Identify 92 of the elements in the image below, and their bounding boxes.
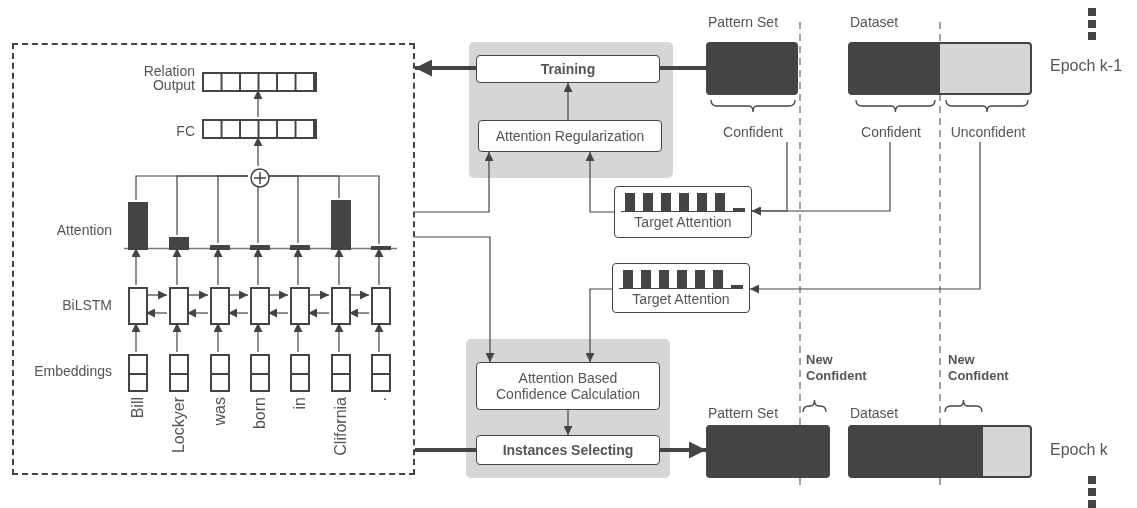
lstm-cell bbox=[371, 287, 391, 325]
vector-label: FC bbox=[175, 124, 195, 138]
arrow bbox=[585, 151, 615, 213]
text-label: Embeddings bbox=[33, 363, 112, 380]
attention-bar bbox=[371, 246, 391, 250]
arrow bbox=[293, 247, 303, 286]
attention-bar bbox=[250, 245, 270, 250]
brace-label: Unconfident bbox=[944, 124, 1032, 142]
lstm-cell bbox=[331, 287, 351, 325]
token-word: Bill bbox=[129, 397, 147, 419]
arrow bbox=[131, 322, 141, 353]
arrow bbox=[227, 308, 249, 318]
arrow bbox=[227, 290, 249, 300]
arrow bbox=[348, 308, 370, 318]
arrow bbox=[145, 290, 168, 300]
process-box: Training bbox=[476, 55, 660, 83]
process-box: Instances Selecting bbox=[476, 435, 660, 465]
text-label: Attention bbox=[55, 222, 112, 239]
set-label: Dataset bbox=[850, 14, 899, 30]
process-box: Attention Regularization bbox=[478, 120, 662, 152]
lstm-cell bbox=[290, 287, 310, 325]
attention-bar bbox=[169, 237, 189, 250]
token-word: in bbox=[291, 397, 309, 410]
arrow bbox=[414, 236, 495, 363]
connector bbox=[217, 175, 249, 244]
arrow bbox=[172, 247, 182, 286]
token-word: Lockyer bbox=[170, 397, 188, 454]
connector bbox=[267, 175, 380, 245]
sum-node bbox=[250, 168, 270, 188]
text-label: Epoch k bbox=[1050, 440, 1109, 459]
arrow bbox=[172, 322, 182, 353]
token-word: Clifornia bbox=[332, 397, 350, 456]
arrow bbox=[374, 322, 384, 353]
arrow bbox=[660, 441, 706, 459]
arrow bbox=[213, 247, 223, 286]
text-label: New Confident bbox=[806, 352, 868, 384]
arrow bbox=[415, 59, 476, 77]
attention-bar bbox=[128, 202, 148, 250]
arrow bbox=[253, 136, 263, 167]
arrow bbox=[563, 409, 573, 436]
lstm-cell bbox=[128, 287, 148, 325]
set-label: Pattern Set bbox=[708, 405, 779, 421]
arrow bbox=[145, 308, 168, 318]
brace-label: Confident bbox=[853, 124, 929, 142]
arrow bbox=[213, 322, 223, 353]
module-panel bbox=[466, 339, 670, 478]
arrow bbox=[307, 290, 330, 300]
arrow bbox=[131, 247, 141, 286]
set-label: Dataset bbox=[850, 405, 899, 421]
box-label: Target Attention bbox=[633, 214, 733, 230]
arrow bbox=[585, 288, 613, 363]
text-label: BiLSTM bbox=[61, 297, 112, 314]
target-attention-box bbox=[614, 186, 752, 238]
arrow bbox=[348, 290, 370, 300]
arrow bbox=[253, 89, 263, 118]
arrow bbox=[267, 290, 289, 300]
arrow bbox=[751, 141, 891, 216]
arrow bbox=[563, 82, 573, 121]
attention-bar bbox=[210, 245, 230, 250]
attention-bar bbox=[331, 200, 351, 250]
arrow bbox=[307, 308, 330, 318]
token-word: born bbox=[251, 397, 269, 430]
lstm-cell bbox=[250, 287, 270, 325]
vector-label: Relation Output bbox=[142, 64, 195, 92]
attention-bar bbox=[290, 245, 310, 250]
arrow bbox=[334, 322, 344, 353]
arrow bbox=[267, 308, 289, 318]
connector bbox=[660, 66, 706, 70]
connector bbox=[415, 448, 476, 452]
arrow bbox=[253, 322, 263, 353]
arrow bbox=[186, 308, 209, 318]
token-word: . bbox=[372, 397, 390, 402]
process-box: Attention Based Confidence Calculation bbox=[476, 362, 660, 410]
brace-label: Confident bbox=[716, 124, 790, 142]
arrow bbox=[253, 247, 263, 286]
lstm-cell bbox=[169, 287, 189, 325]
token-word: was bbox=[211, 397, 229, 426]
lstm-cell bbox=[210, 287, 230, 325]
arrow bbox=[374, 247, 384, 286]
box-label: Target Attention bbox=[631, 291, 731, 307]
arrow bbox=[749, 141, 981, 294]
module-panel bbox=[469, 42, 673, 178]
text-label: New Confident bbox=[948, 352, 1010, 384]
arrow bbox=[293, 322, 303, 353]
arrow bbox=[186, 290, 209, 300]
target-attention-box bbox=[612, 263, 750, 313]
arrow bbox=[334, 247, 344, 286]
model-frame bbox=[12, 43, 415, 475]
connector bbox=[257, 185, 259, 244]
arrow bbox=[414, 151, 494, 213]
text-label: Epoch k-1 bbox=[1050, 56, 1124, 75]
set-label: Pattern Set bbox=[708, 14, 779, 30]
